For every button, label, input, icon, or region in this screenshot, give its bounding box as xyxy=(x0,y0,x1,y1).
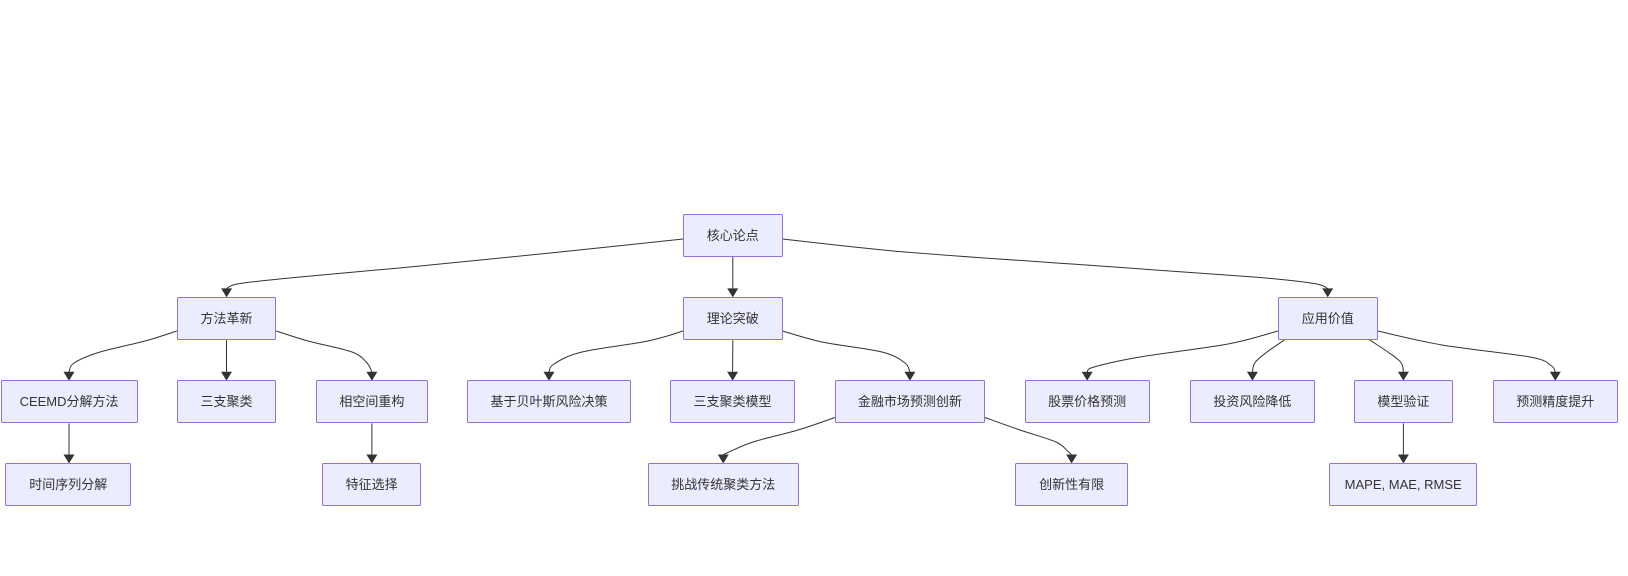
node-application-label: 应用价值 xyxy=(1301,310,1354,326)
edge-finance-challenge xyxy=(717,417,836,464)
edge-method-ceemd xyxy=(63,330,177,381)
node-stock-label: 股票价格预测 xyxy=(1048,394,1127,410)
node-finance-label: 金融市场预测创新 xyxy=(857,394,962,410)
node-core: 核心论点 xyxy=(683,213,783,257)
node-timeseries-label: 时间序列分解 xyxy=(29,477,108,493)
node-theory-label: 理论突破 xyxy=(706,310,759,326)
edge-ceemd-timeseries xyxy=(63,423,75,464)
node-feature-label: 特征选择 xyxy=(345,477,398,493)
node-phase: 相空间重构 xyxy=(315,380,429,424)
node-limited: 创新性有限 xyxy=(1015,462,1128,507)
node-stock: 股票价格预测 xyxy=(1024,380,1150,424)
node-mape-label: MAPE, MAE, RMSE xyxy=(1344,477,1462,493)
node-finance: 金融市场预测创新 xyxy=(834,380,985,424)
edge-core-application xyxy=(782,238,1334,298)
node-phase-label: 相空间重构 xyxy=(339,394,405,410)
edge-theory-bayes xyxy=(543,330,684,381)
node-threeway: 三支聚类 xyxy=(176,380,277,424)
node-model: 三支聚类模型 xyxy=(670,380,795,424)
node-model-label: 三支聚类模型 xyxy=(693,394,772,410)
node-ceemd-label: CEEMD分解方法 xyxy=(19,394,119,410)
node-precision-label: 预测精度提升 xyxy=(1516,394,1595,410)
node-method: 方法革新 xyxy=(176,296,277,341)
node-bayes-label: 基于贝叶斯风险决策 xyxy=(490,394,608,410)
edge-application-validation xyxy=(1369,339,1409,381)
node-limited-label: 创新性有限 xyxy=(1039,477,1105,493)
node-invest-label: 投资风险降低 xyxy=(1213,394,1292,410)
edge-theory-finance xyxy=(782,330,916,381)
edge-method-phase xyxy=(276,330,378,381)
node-feature: 特征选择 xyxy=(322,462,422,507)
node-core-label: 核心论点 xyxy=(706,227,759,243)
node-mape: MAPE, MAE, RMSE xyxy=(1328,462,1478,507)
node-ceemd: CEEMD分解方法 xyxy=(0,380,138,424)
edge-validation-mape xyxy=(1397,423,1409,464)
node-theory: 理论突破 xyxy=(683,296,783,341)
node-invest: 投资风险降低 xyxy=(1189,380,1316,424)
edge-application-invest xyxy=(1246,339,1285,381)
node-precision: 预测精度提升 xyxy=(1492,380,1618,424)
edge-phase-feature xyxy=(366,423,378,464)
node-threeway-label: 三支聚类 xyxy=(200,394,253,410)
edge-core-method xyxy=(221,238,684,298)
node-bayes: 基于贝叶斯风险决策 xyxy=(467,380,631,424)
node-challenge-label: 挑战传统聚类方法 xyxy=(671,477,776,493)
node-application: 应用价值 xyxy=(1277,296,1378,341)
node-timeseries: 时间序列分解 xyxy=(5,462,132,507)
node-method-label: 方法革新 xyxy=(200,310,253,326)
node-validation: 模型验证 xyxy=(1353,380,1454,424)
edge-finance-limited xyxy=(984,417,1078,464)
edge-application-precision xyxy=(1377,330,1561,381)
node-challenge: 挑战传统聚类方法 xyxy=(647,462,799,507)
edge-method-threeway xyxy=(221,340,232,381)
edge-application-stock xyxy=(1081,330,1278,381)
edge-theory-model xyxy=(727,340,739,381)
node-validation-label: 模型验证 xyxy=(1377,394,1430,410)
edge-core-theory xyxy=(727,256,739,298)
